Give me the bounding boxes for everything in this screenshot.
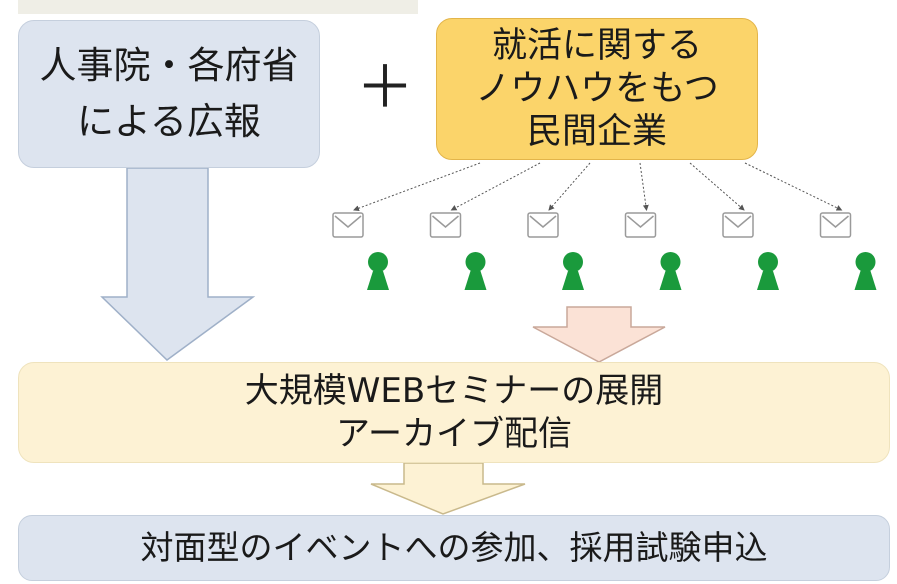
private-company-line-1: 就活に関する [491,25,702,66]
distribution-lines [353,162,843,212]
big-down-arrow [100,167,256,361]
envelope-icon [429,212,462,238]
distribution-line [353,162,481,212]
distribution-line [548,162,591,211]
recipient-icons [332,212,877,290]
webinar-line-1: 大規模WEBセミナーの展開 [244,370,664,411]
webinar-line-2: アーカイブ配信 [336,413,572,454]
person-icon [659,252,682,290]
person-icon [367,252,389,290]
person-icon [757,252,779,290]
distribution-line [689,162,745,211]
private-company-box: 就活に関する ノウハウをもつ 民間企業 [436,18,758,160]
person-icon [854,252,877,290]
peach-down-arrow [532,306,666,363]
private-company-line-2: ノウハウをもつ [475,68,719,109]
event-line-1: 対面型のイベントへの参加、採用試験申込 [140,528,768,567]
person-icon [562,252,584,290]
envelope-icon [527,212,559,238]
distribution-line [450,162,541,211]
plus-sign: ＋ [355,53,414,121]
private-company-line-3: 民間企業 [526,111,667,152]
envelope-icon [332,212,364,238]
envelope-icon [722,212,754,238]
top-strip-decoration [18,0,418,14]
envelope-icon [624,212,657,238]
envelope-icon [819,212,852,238]
government-pr-line-1: 人事院・各府省 [39,44,299,87]
event-box: 対面型のイベントへの参加、採用試験申込 [18,515,890,581]
government-pr-box: 人事院・各府省 による広報 [18,20,320,168]
distribution-line [639,162,649,211]
cream-down-arrow [370,462,526,515]
government-pr-line-2: による広報 [77,100,261,143]
distribution-line [744,162,843,211]
person-icon [464,252,487,290]
webinar-box: 大規模WEBセミナーの展開 アーカイブ配信 [18,362,890,463]
